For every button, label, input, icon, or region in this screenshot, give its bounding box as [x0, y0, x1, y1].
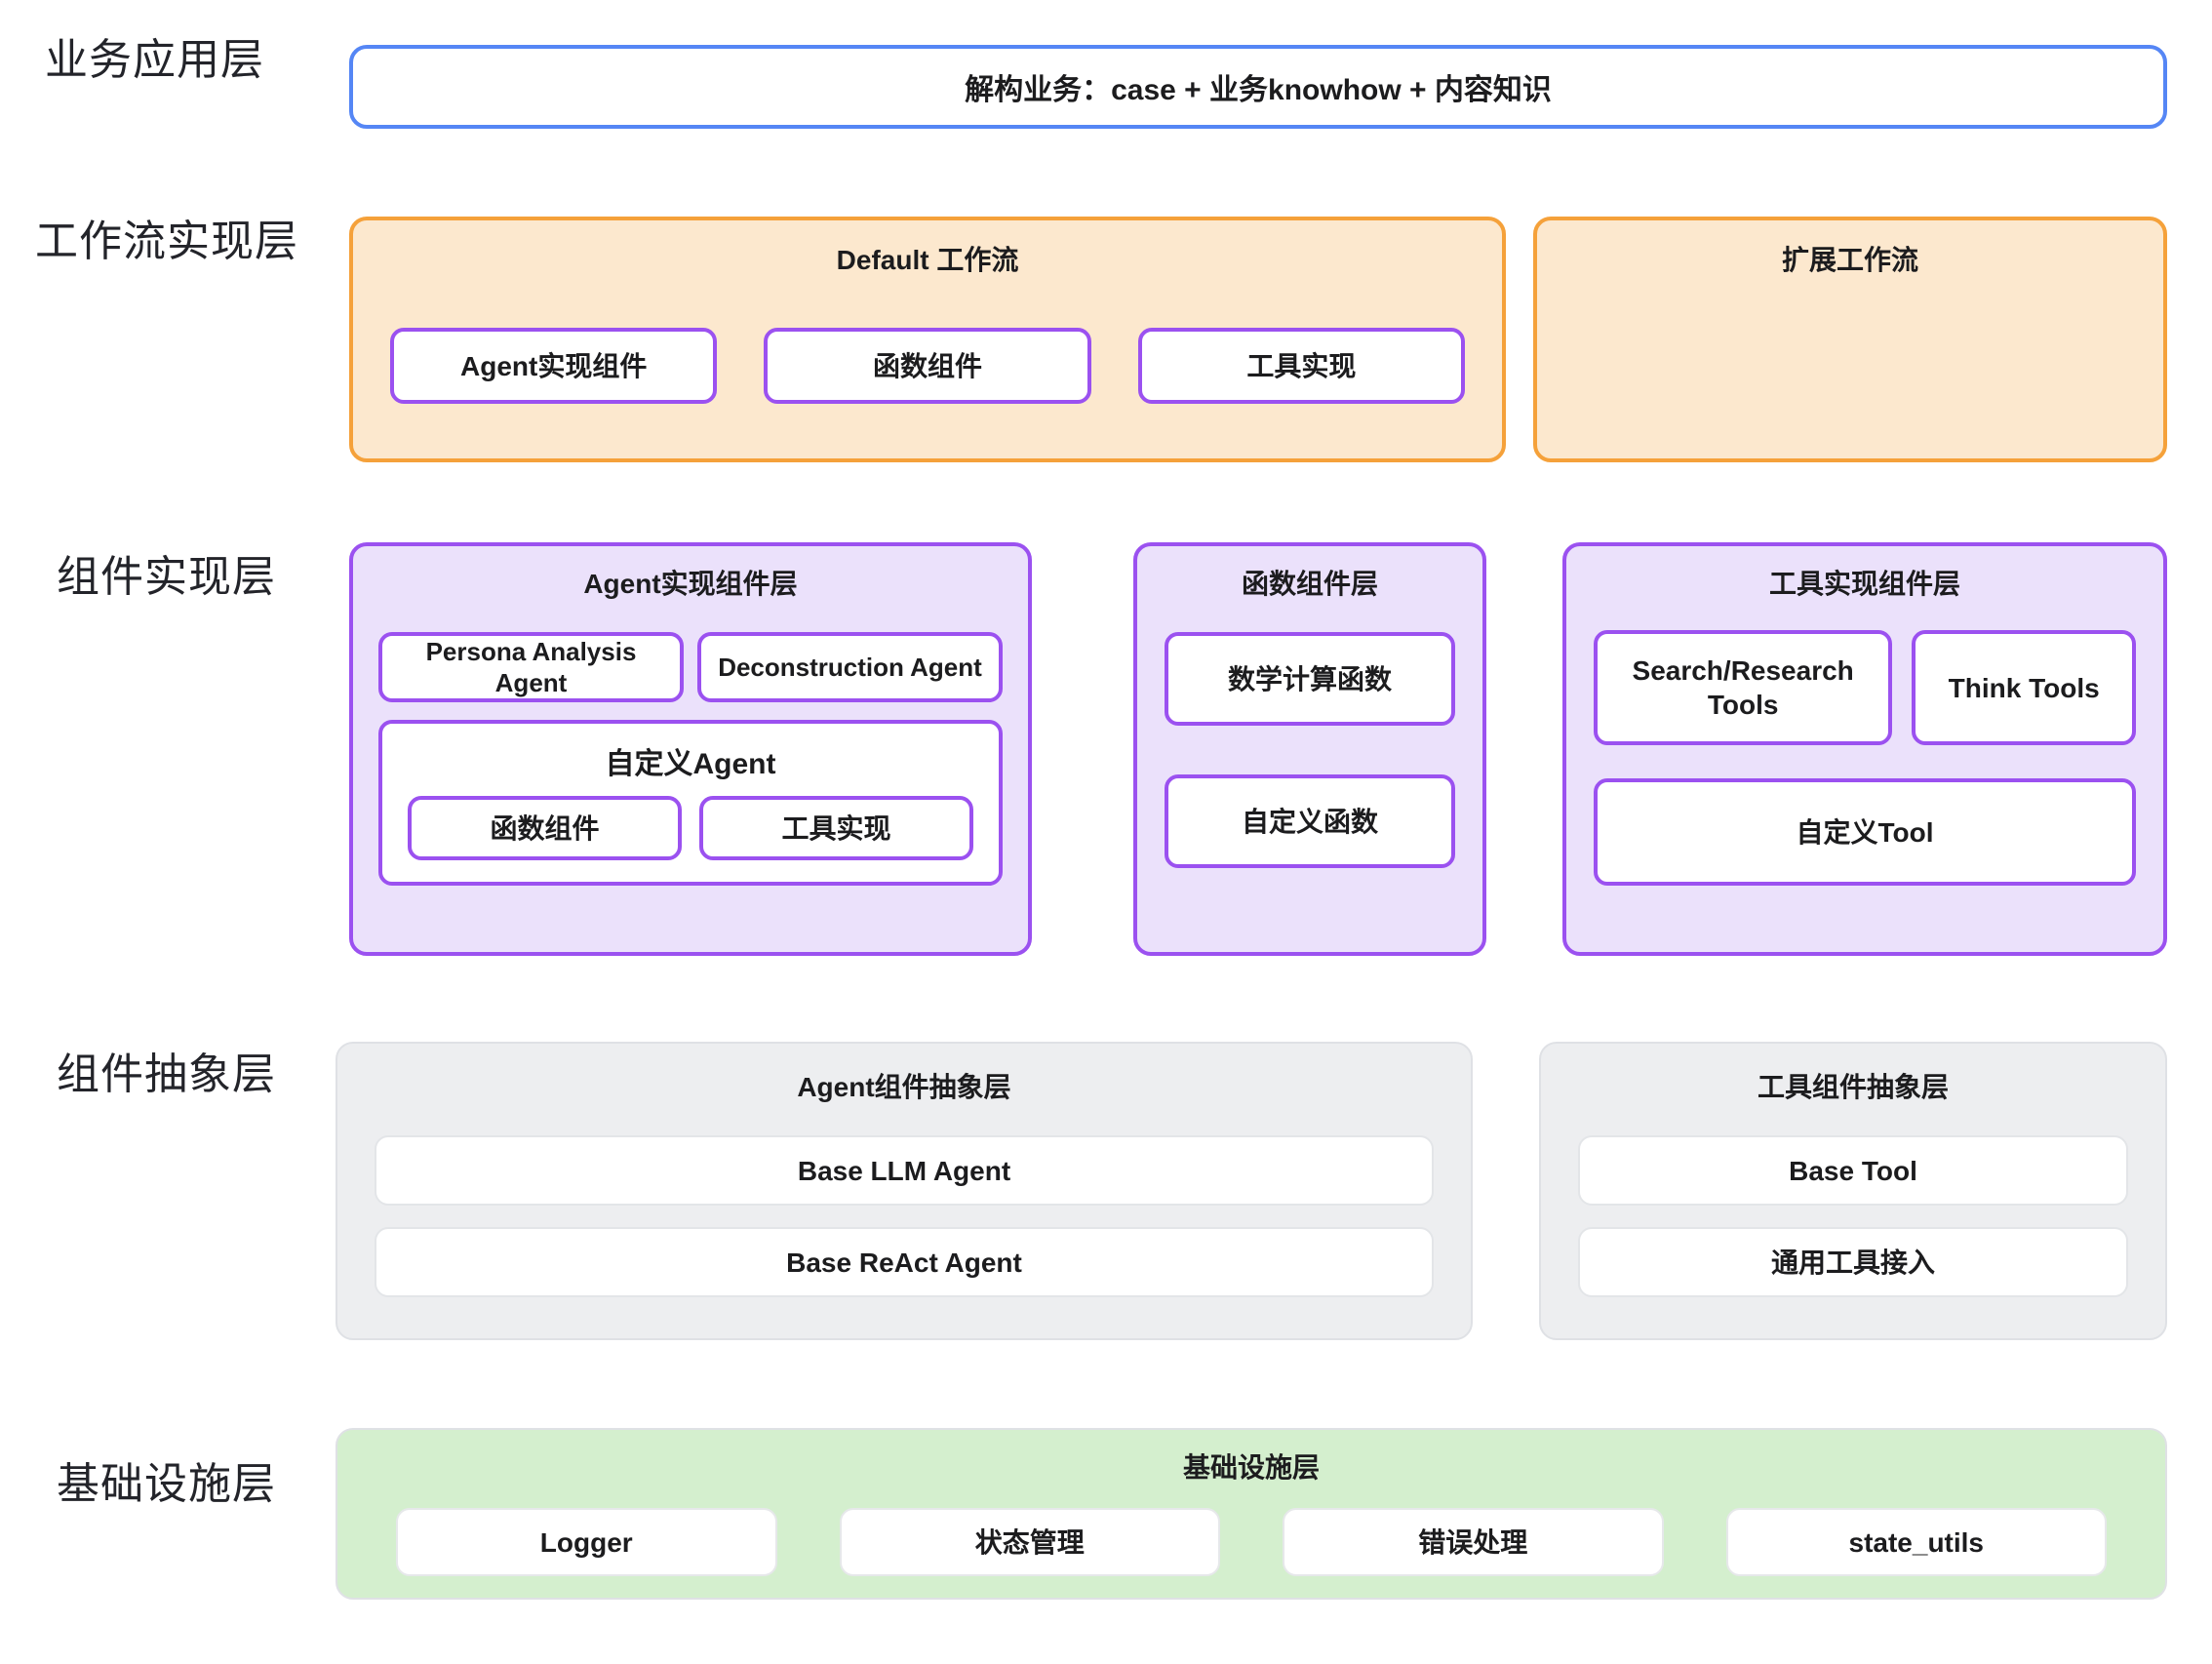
layer-label-component: 组件实现层	[57, 553, 276, 601]
tool-abstraction-title: 工具组件抽象层	[1757, 1072, 1949, 1102]
function-node-custom[interactable]: 自定义函数	[1165, 774, 1455, 868]
infrastructure-node-error-handling[interactable]: 错误处理	[1283, 1508, 1664, 1576]
tool-component-group: 工具实现组件层 Search/Research Tools Think Tool…	[1562, 542, 2167, 956]
layer-label-abstraction: 组件抽象层	[57, 1050, 276, 1098]
tool-abstraction-group: 工具组件抽象层 Base Tool 通用工具接入	[1539, 1042, 2167, 1340]
abstraction-node-generic-tool-access[interactable]: 通用工具接入	[1578, 1227, 2128, 1297]
custom-agent-box: 自定义Agent 函数组件 工具实现	[378, 720, 1003, 886]
extended-workflow-title: 扩展工作流	[1781, 245, 1918, 275]
infrastructure-node-state-utils[interactable]: state_utils	[1725, 1508, 2107, 1576]
default-workflow-node-row: Agent实现组件 函数组件 工具实现	[390, 328, 1465, 404]
infrastructure-node-state-management[interactable]: 状态管理	[839, 1508, 1220, 1576]
infrastructure-title: 基础设施层	[1182, 1452, 1320, 1483]
business-application-text: 解构业务：case + 业务knowhow + 内容知识	[965, 74, 1552, 106]
agent-component-group-title: Agent实现组件层	[583, 569, 798, 599]
function-component-group: 函数组件层 数学计算函数 自定义函数	[1133, 542, 1486, 956]
agent-component-group: Agent实现组件层 Persona Analysis Agent Decons…	[349, 542, 1032, 956]
abstraction-node-base-tool[interactable]: Base Tool	[1578, 1135, 2128, 1206]
custom-agent-node-row: 函数组件 工具实现	[408, 796, 973, 860]
layer-label-infrastructure: 基础设施层	[57, 1460, 276, 1508]
workflow-node-tool-implementation[interactable]: 工具实现	[1137, 328, 1465, 404]
default-workflow-group: Default 工作流 Agent实现组件 函数组件 工具实现	[349, 217, 1506, 462]
agent-abstraction-group: Agent组件抽象层 Base LLM Agent Base ReAct Age…	[336, 1042, 1473, 1340]
workflow-node-function-component[interactable]: 函数组件	[764, 328, 1091, 404]
custom-agent-tool-implementation[interactable]: 工具实现	[699, 796, 973, 860]
tool-node-custom[interactable]: 自定义Tool	[1594, 778, 2136, 886]
tool-node-row: Search/Research Tools Think Tools	[1594, 630, 2136, 745]
function-node-math[interactable]: 数学计算函数	[1165, 632, 1455, 726]
function-node-column: 数学计算函数 自定义函数	[1165, 632, 1455, 868]
function-component-group-title: 函数组件层	[1241, 569, 1378, 599]
agent-abstraction-title: Agent组件抽象层	[797, 1072, 1011, 1102]
custom-agent-function-component[interactable]: 函数组件	[408, 796, 682, 860]
custom-agent-title: 自定义Agent	[605, 748, 776, 780]
extended-workflow-group: 扩展工作流	[1533, 217, 2167, 462]
agent-persona-analysis[interactable]: Persona Analysis Agent	[378, 632, 684, 702]
tool-abstraction-column: Base Tool 通用工具接入	[1578, 1135, 2128, 1297]
layer-label-business: 业务应用层	[45, 36, 264, 84]
abstraction-node-base-llm-agent[interactable]: Base LLM Agent	[375, 1135, 1434, 1206]
agent-abstraction-column: Base LLM Agent Base ReAct Agent	[375, 1135, 1434, 1297]
default-workflow-title: Default 工作流	[836, 245, 1019, 275]
infrastructure-group: 基础设施层 Logger 状态管理 错误处理 state_utils	[336, 1428, 2167, 1600]
tool-node-search-research[interactable]: Search/Research Tools	[1594, 630, 1893, 745]
business-application-box: 解构业务：case + 业务knowhow + 内容知识	[349, 45, 2167, 129]
infrastructure-node-row: Logger 状态管理 错误处理 state_utils	[396, 1508, 2107, 1576]
layer-label-workflow: 工作流实现层	[35, 218, 298, 265]
tool-component-group-title: 工具实现组件层	[1768, 569, 1960, 599]
tool-node-think[interactable]: Think Tools	[1912, 630, 2136, 745]
abstraction-node-base-react-agent[interactable]: Base ReAct Agent	[375, 1227, 1434, 1297]
workflow-node-agent-component[interactable]: Agent实现组件	[390, 328, 718, 404]
infrastructure-node-logger[interactable]: Logger	[396, 1508, 777, 1576]
agent-deconstruction[interactable]: Deconstruction Agent	[697, 632, 1003, 702]
agent-list-row: Persona Analysis Agent Deconstruction Ag…	[378, 632, 1003, 702]
